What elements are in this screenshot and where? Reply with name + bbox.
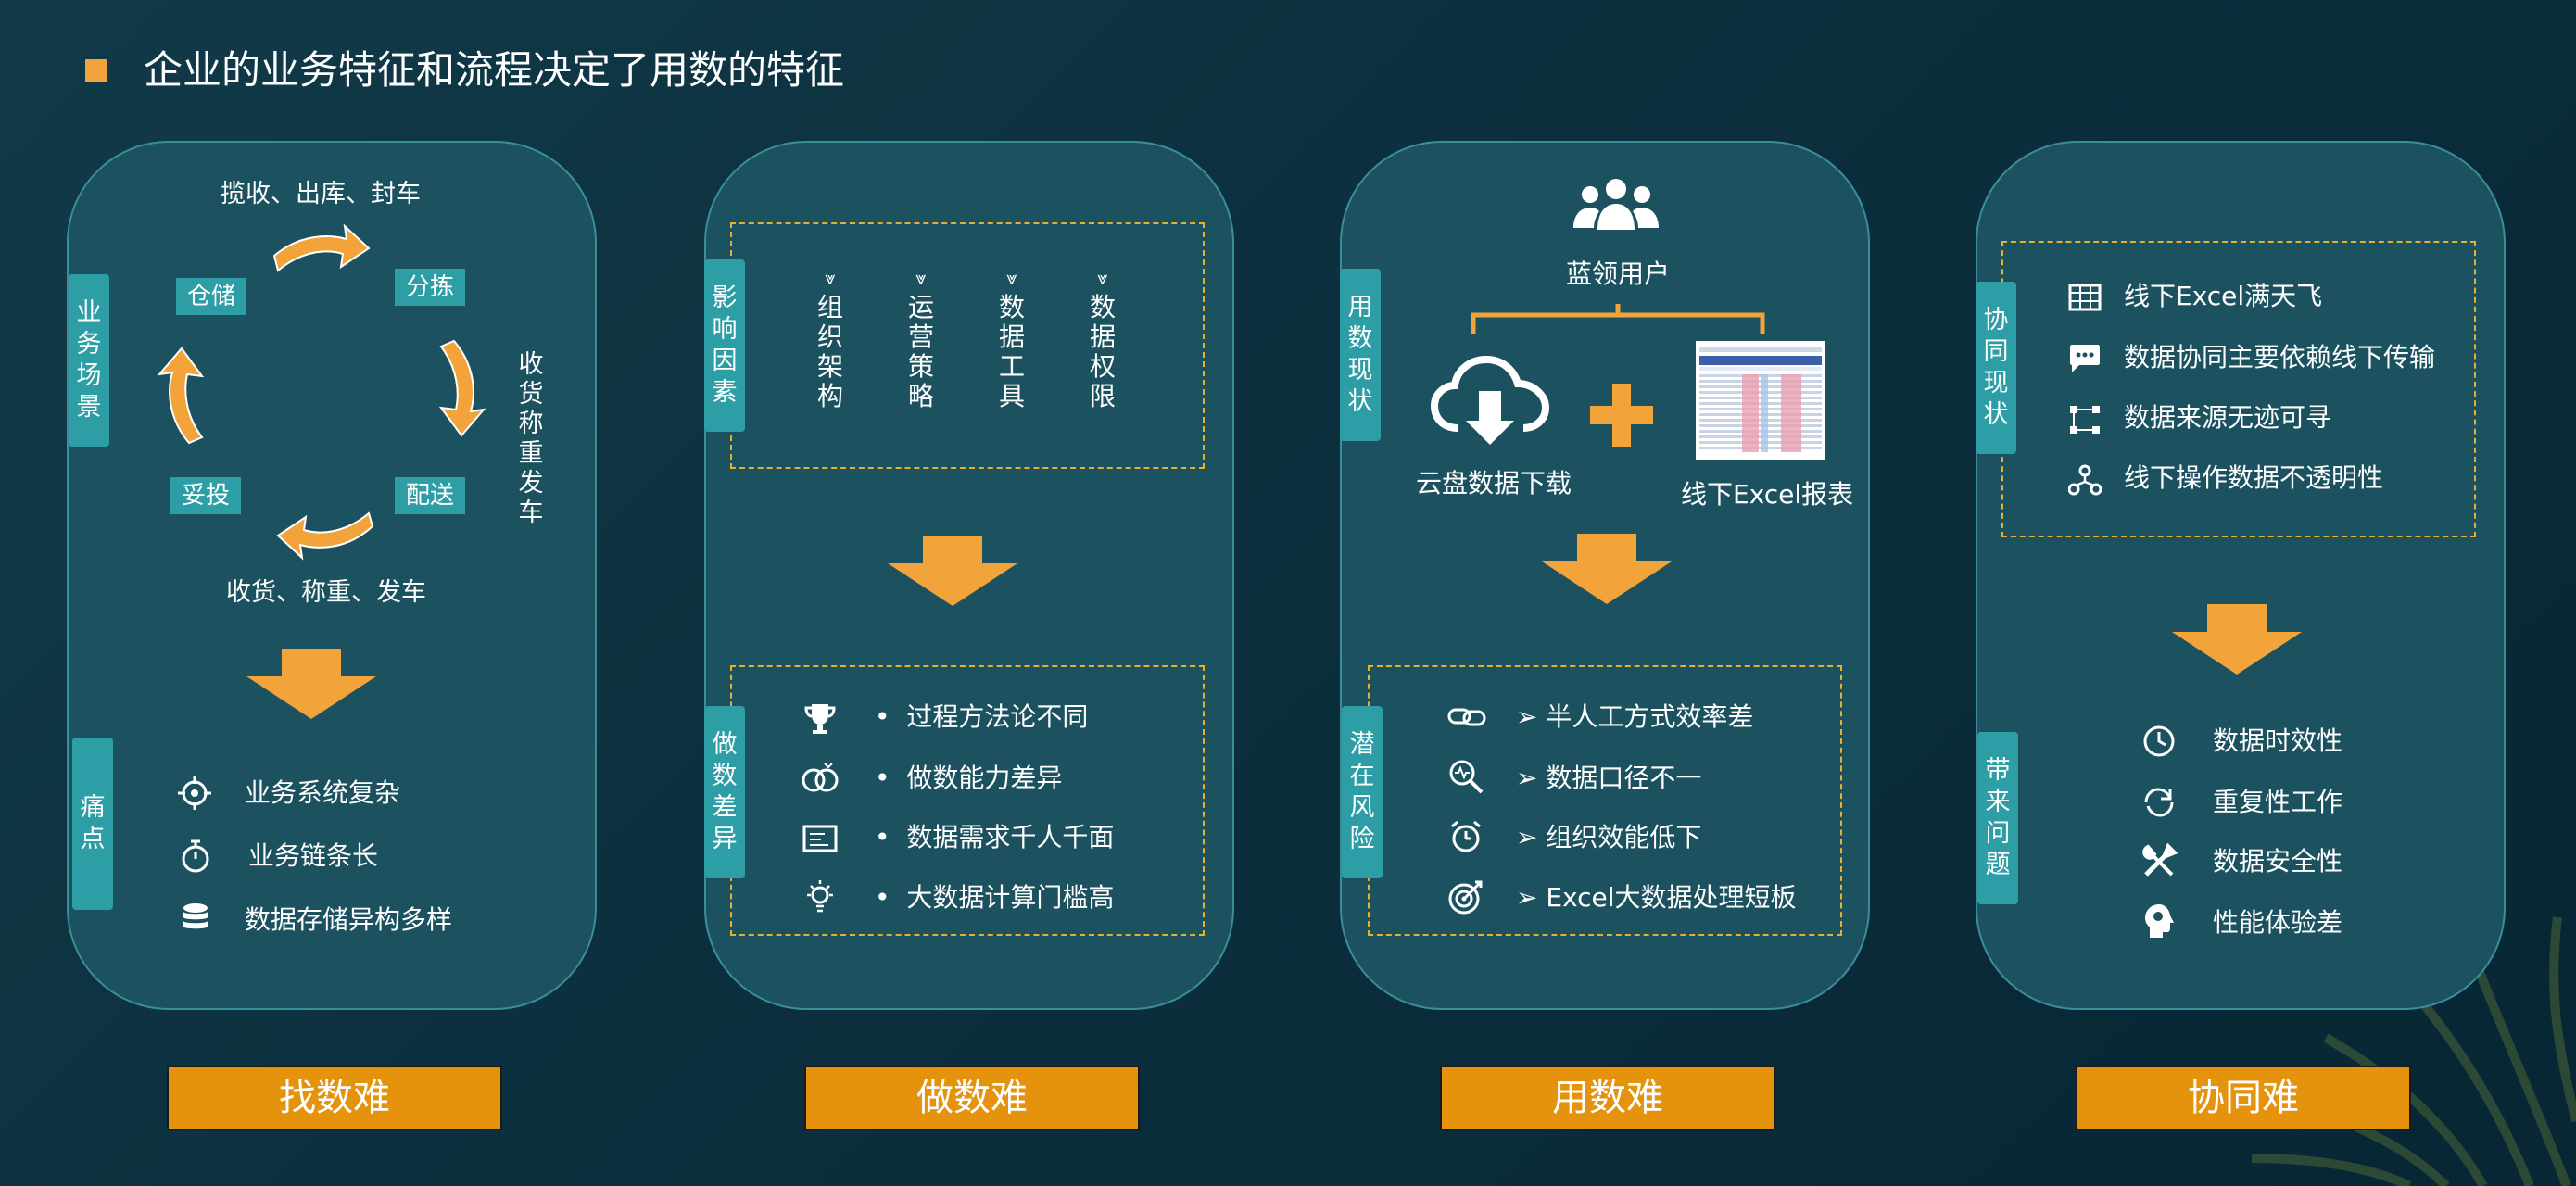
- blue-collar-users-label: 蓝领用户: [1566, 259, 1671, 289]
- problem-item: 数据安全性: [2213, 846, 2343, 877]
- collab-status-item: 线下Excel满天飞: [2124, 281, 2323, 311]
- curved-arrow-left-icon: [157, 347, 205, 445]
- down-arrow-icon: [2172, 604, 2302, 675]
- node-drop: 妥投: [170, 477, 242, 514]
- cycle-right-label: 收货称重发车: [518, 350, 544, 527]
- cloud-download-icon: [1431, 355, 1549, 445]
- collab-status-item: 数据来源无迹可寻: [2124, 402, 2332, 433]
- magnifier-icon: [1449, 760, 1484, 794]
- tag-influence-factors: 影响因素: [704, 259, 745, 432]
- tag-resulting-problems: 带来问题: [1977, 732, 2018, 904]
- tag-usage-status: 用数现状: [1340, 269, 1381, 441]
- clock-icon: [2143, 725, 2175, 757]
- diff-item: • 大数据计算门槛高: [875, 882, 1115, 913]
- page-title: 企业的业务特征和流程决定了用数的特征: [144, 47, 845, 93]
- plus-icon: [1590, 384, 1653, 447]
- tag-collab-status: 协同现状: [1976, 282, 2016, 454]
- tag-business-scene: 业务场景: [69, 274, 109, 447]
- chat-icon: [2070, 345, 2100, 372]
- risk-item: ➢ 半人工方式效率差: [1516, 701, 1754, 732]
- head-gear-icon: [2145, 904, 2174, 938]
- cycle-bottom-label: 收货、称重、发车: [226, 578, 426, 607]
- tools-icon: [2142, 843, 2178, 877]
- pain-item: 数据存储异构多样: [245, 904, 453, 935]
- collab-hard-button[interactable]: 协同难: [2076, 1066, 2411, 1130]
- target-icon: [178, 776, 211, 810]
- excel-report-thumbnail: [1696, 341, 1825, 460]
- pills-icon: [1447, 708, 1486, 726]
- collab-status-item: 线下操作数据不透明性: [2124, 462, 2384, 493]
- database-icon: [183, 903, 208, 929]
- cloud-download-label: 云盘数据下载: [1416, 468, 1572, 498]
- target-arrow-icon: [1448, 880, 1483, 915]
- tag-potential-risk: 潜在风险: [1342, 706, 1383, 878]
- problem-item: 数据时效性: [2213, 725, 2343, 756]
- pain-item: 业务链条长: [248, 840, 379, 871]
- table-icon: [2068, 284, 2102, 311]
- flow-icon: [2070, 406, 2100, 434]
- factors-box: [730, 222, 1205, 469]
- title-bullet: [85, 59, 107, 82]
- diff-item: • 数据需求千人千面: [875, 822, 1115, 852]
- diff-item: • 过程方法论不同: [875, 701, 1089, 732]
- refresh-icon: [2144, 788, 2174, 817]
- bracket-connector: [1471, 304, 1765, 334]
- node-storage: 仓储: [176, 278, 247, 315]
- down-arrow-icon: [1542, 534, 1672, 604]
- card-find-data: [67, 141, 597, 1010]
- collab-status-item: 数据协同主要依赖线下传输: [2124, 342, 2436, 372]
- offline-excel-label: 线下Excel报表: [1681, 479, 1854, 510]
- factor-data-tools: ⩔数据工具: [998, 267, 1025, 411]
- card-icon: [802, 825, 838, 852]
- users-icon: [1573, 179, 1659, 230]
- trophy-icon: [804, 704, 836, 734]
- rings-icon: [802, 763, 839, 792]
- use-data-hard-button[interactable]: 用数难: [1440, 1066, 1775, 1130]
- card-collab-data: [1976, 141, 2506, 1010]
- bulb-icon: [807, 880, 833, 913]
- pain-item: 业务系统复杂: [245, 777, 401, 808]
- find-data-hard-button[interactable]: 找数难: [167, 1066, 502, 1130]
- alarm-clock-icon: [1451, 820, 1481, 852]
- risk-item: ➢ 组织效能低下: [1516, 822, 1702, 852]
- factor-org-structure: ⩔组织架构: [816, 267, 843, 411]
- risk-item: ➢ Excel大数据处理短板: [1516, 882, 1797, 913]
- stopwatch-icon: [182, 839, 209, 873]
- make-data-hard-button[interactable]: 做数难: [804, 1066, 1140, 1130]
- risk-item: ➢ 数据口径不一: [1516, 763, 1702, 793]
- factor-data-permission: ⩔数据权限: [1089, 267, 1116, 411]
- problem-item: 性能体验差: [2213, 907, 2343, 938]
- problem-item: 重复性工作: [2213, 787, 2343, 817]
- down-arrow-icon: [888, 536, 1017, 606]
- tag-make-diff: 做数差异: [704, 706, 745, 878]
- curved-arrow-right-icon: [438, 339, 486, 437]
- node-deliver: 配送: [395, 477, 466, 514]
- tag-pain-points: 痛点: [72, 738, 113, 910]
- cycle-top-label: 揽收、出库、封车: [221, 180, 421, 208]
- down-arrow-icon: [246, 649, 376, 719]
- curved-arrow-top-icon: [272, 223, 371, 272]
- factor-ops-strategy: ⩔运营策略: [907, 267, 934, 411]
- curved-arrow-bottom-icon: [276, 511, 374, 561]
- node-sort: 分拣: [395, 269, 466, 306]
- network-icon: [2068, 464, 2102, 496]
- diff-item: • 做数能力差异: [875, 763, 1063, 793]
